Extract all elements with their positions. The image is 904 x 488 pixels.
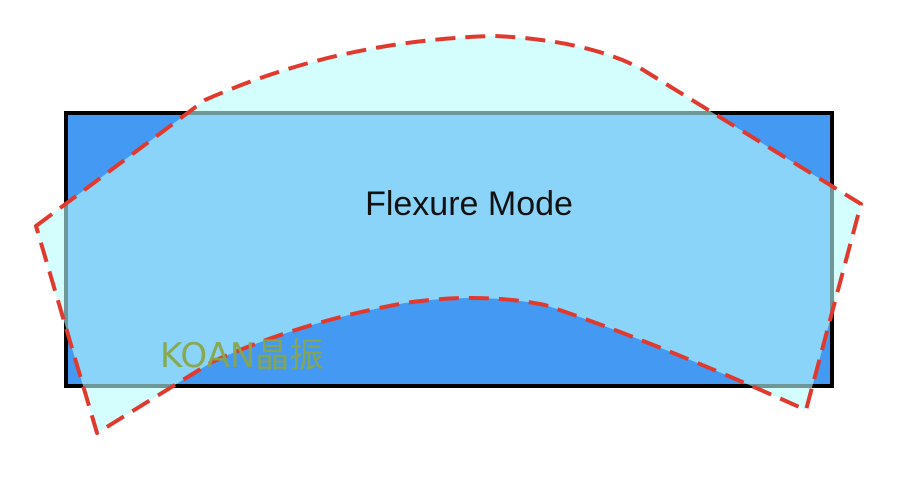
brand-watermark: KOAN晶振 [160,336,323,376]
deformed-plate [34,34,863,435]
mode-label: Flexure Mode [365,185,573,223]
